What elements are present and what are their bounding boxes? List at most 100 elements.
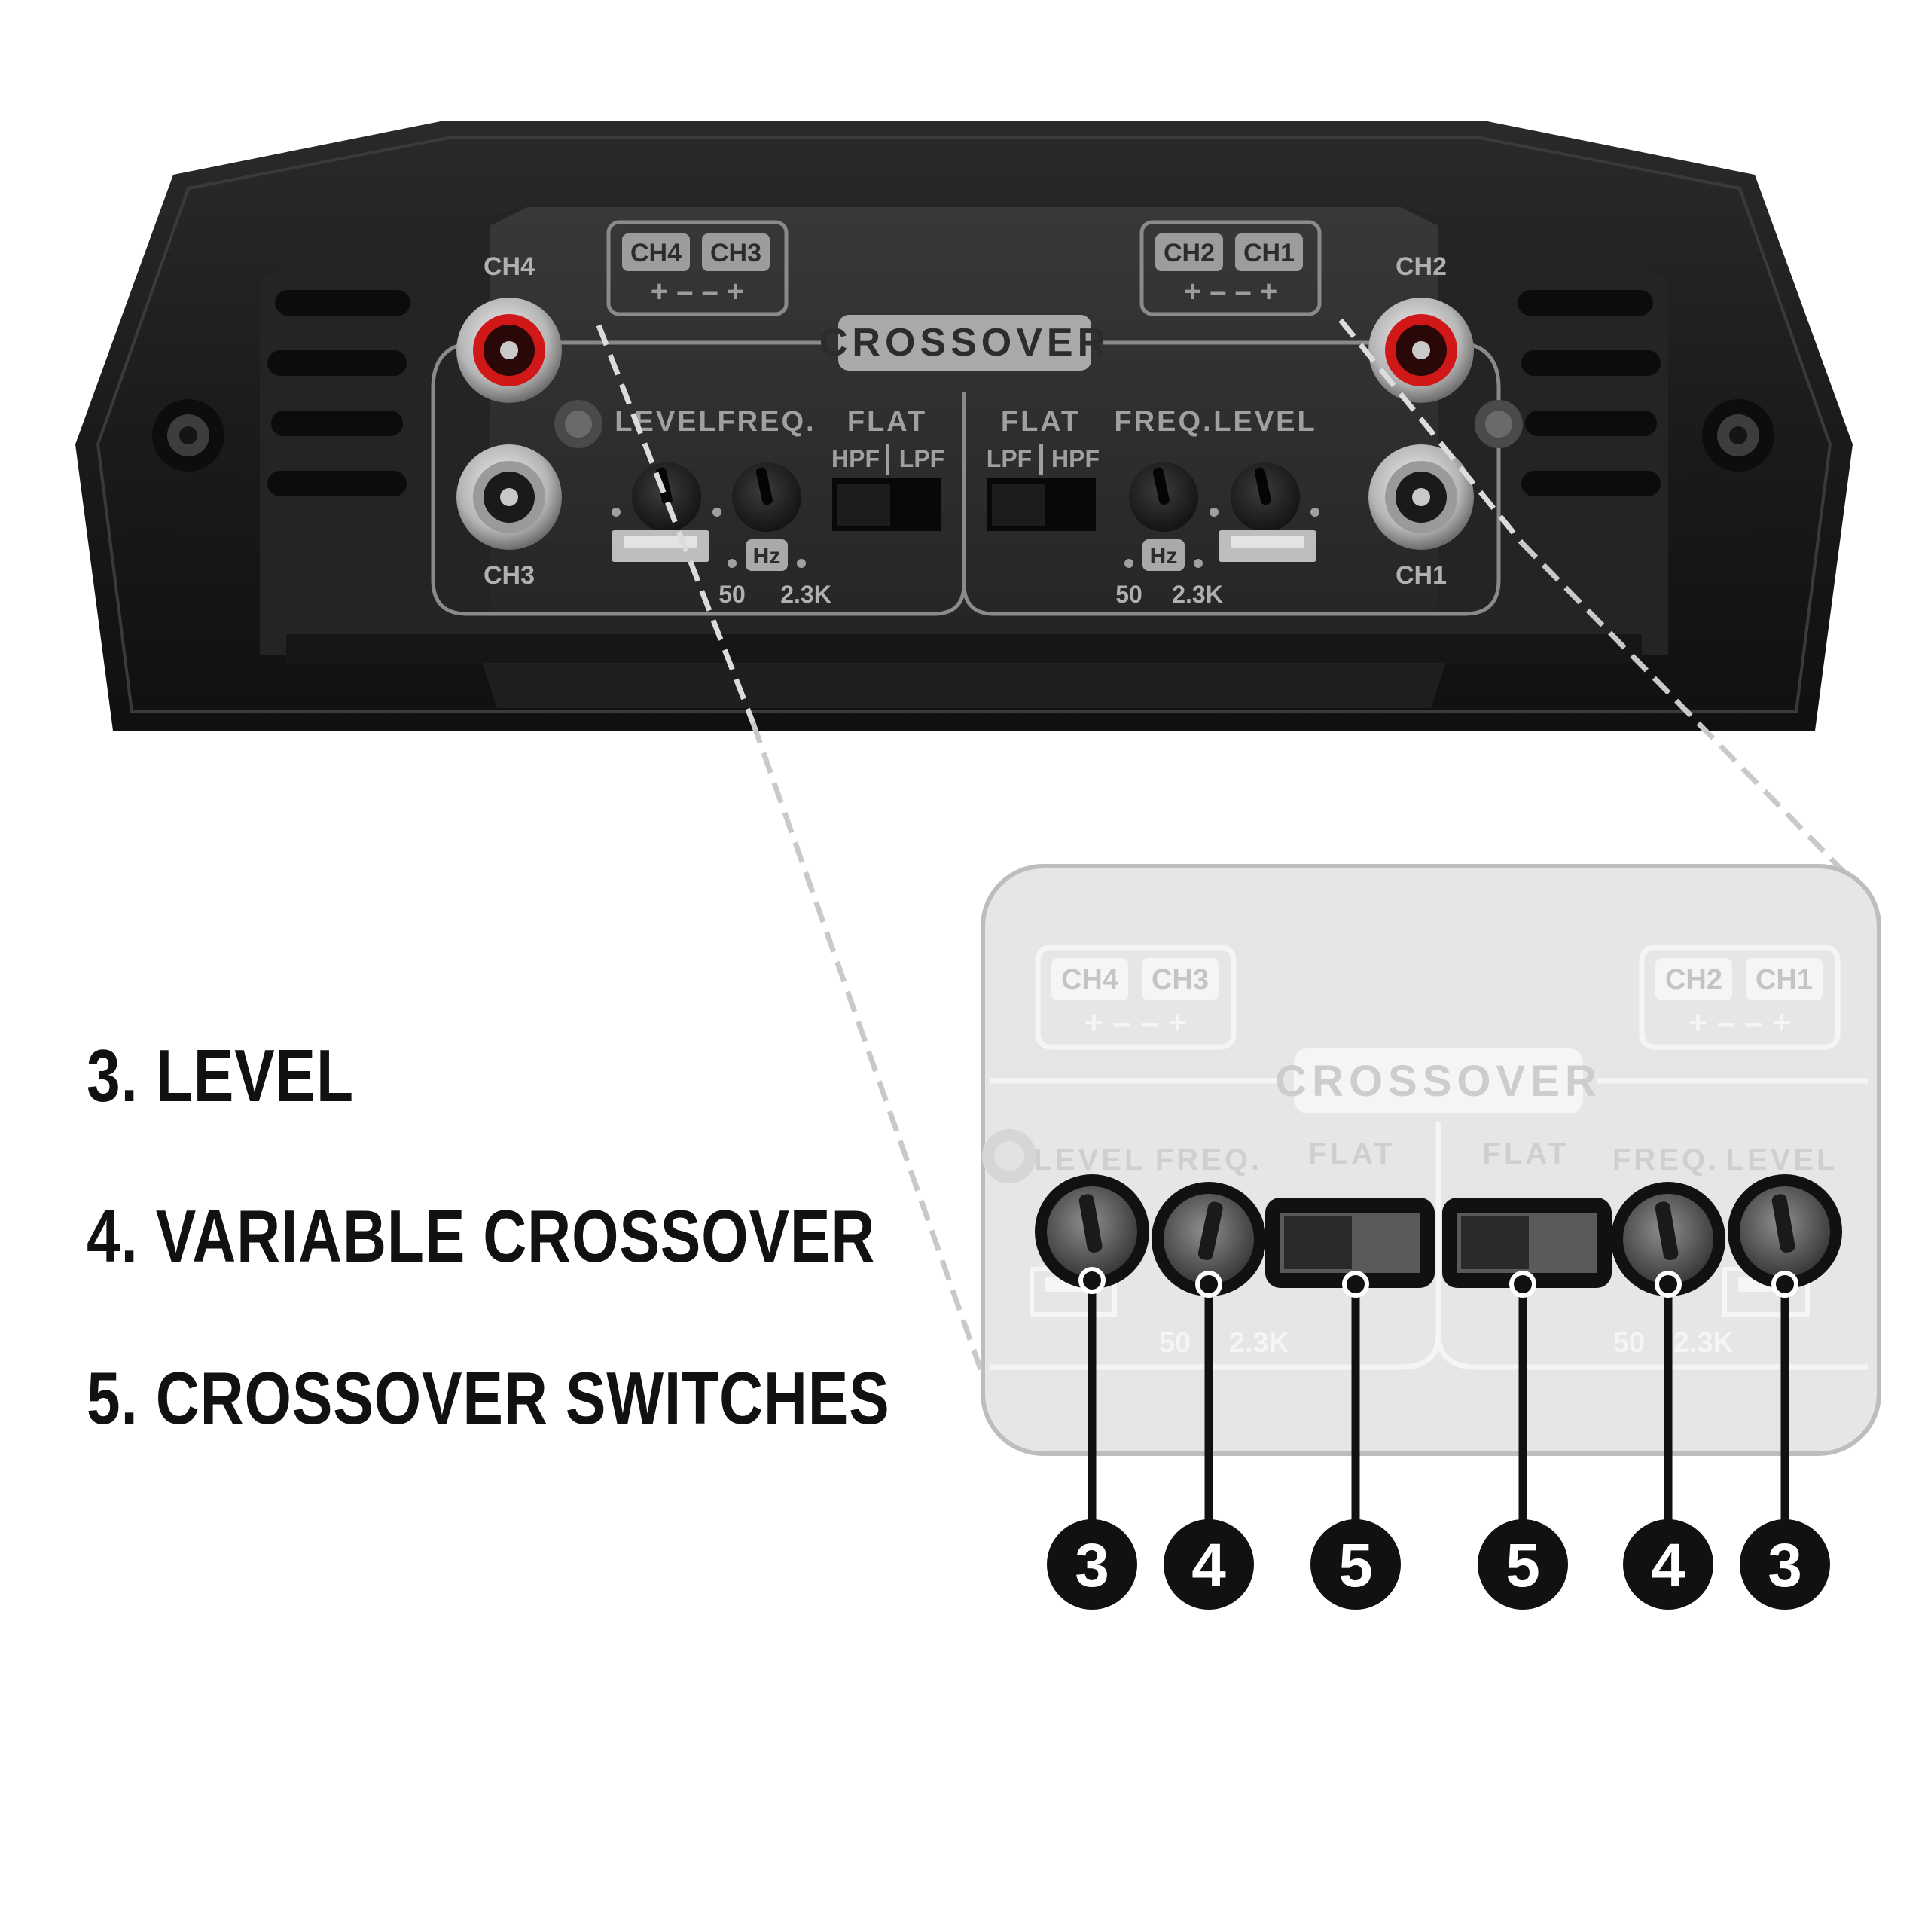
ch4-tag-bg [622, 233, 690, 271]
ch1-label: CH1 [1396, 561, 1447, 590]
ch3-tag-bg [702, 233, 770, 271]
ch3-label: CH3 [484, 561, 535, 590]
lpf-label-right: LPF [987, 445, 1032, 472]
callout-anchor-dots [1078, 1267, 1798, 1298]
zoom-panel-screw-icon [982, 1129, 1036, 1183]
ch2-ch1-terminal-box [1139, 220, 1322, 316]
zoom-level-label-right: LEVEL [1726, 1143, 1838, 1177]
zoom-ch1-tag-bg [1746, 958, 1823, 1000]
pair-left-polarity: + – – + [651, 275, 745, 308]
hpf-label-right: HPF [1051, 445, 1100, 472]
amp-bottom-rail [286, 634, 1642, 663]
zoom-pair-left-b: CH3 [1152, 964, 1209, 996]
ch4-ch3-terminal-box [606, 220, 789, 316]
zoom-freq-label-right: FREQ. [1612, 1143, 1719, 1177]
freq-label-left: FREQ. [717, 406, 816, 438]
legend-item-variable-crossover: 4. VARIABLE CROSSOVER [87, 1195, 876, 1277]
callout-3-right: 3 [1740, 1519, 1830, 1610]
flat-label-right: FLAT [1001, 406, 1081, 438]
amp-chassis-bevel [96, 136, 1832, 713]
zoom-ch2-ch1-box [1639, 945, 1841, 1050]
mount-bolt-right-icon [1702, 399, 1774, 472]
zoom-ch3-tag-bg [1142, 958, 1219, 1000]
ch1-tag-bg [1235, 233, 1303, 271]
freq-min-dot-right [1124, 559, 1133, 568]
callout-4-right-number: 4 [1651, 1531, 1685, 1600]
zoom-ch2-tag-bg [1655, 958, 1732, 1000]
crossover-label: CROSSOVER [819, 321, 1110, 365]
zoom-pair-right-b: CH1 [1756, 964, 1813, 996]
freq-min-dot-left [728, 559, 737, 568]
rca-input-ch4[interactable] [456, 298, 562, 403]
zoom-bottom-line [990, 1332, 1868, 1370]
amp-foot [482, 663, 1446, 708]
callout-4-right: 4 [1623, 1519, 1713, 1610]
freq-max-dot-right [1194, 559, 1203, 568]
zoom-pair-left-polarity: + – – + [1084, 1004, 1187, 1041]
zoom-guide-lines [596, 318, 1870, 1399]
freq-max-dot-left [797, 559, 806, 568]
zoom-ch4-tag-bg [1051, 958, 1128, 1000]
pair-right-a: CH2 [1164, 239, 1215, 267]
freq-min-left: 50 [718, 581, 746, 608]
callout-5-left: 5 [1310, 1519, 1401, 1610]
zoom-freq-min-left: 50 [1159, 1327, 1191, 1359]
crossover-switch-left[interactable] [832, 478, 941, 531]
hpf-lpf-divider-left [886, 444, 889, 475]
zoom-freq-max-right: 2.3K [1673, 1327, 1734, 1359]
crossover-switch-right[interactable] [987, 478, 1096, 531]
rca-input-ch1[interactable] [1368, 444, 1474, 550]
hz-tag-right-bg [1142, 539, 1185, 571]
pair-left-a: CH4 [630, 239, 682, 267]
callout-5-left-number: 5 [1338, 1531, 1373, 1600]
zoom-level-knob-left[interactable] [1035, 1174, 1149, 1289]
callout-5-right-number: 5 [1505, 1531, 1540, 1600]
zoom-freq-knob-left[interactable] [1152, 1182, 1266, 1296]
zoom-pair-right-a: CH2 [1665, 964, 1722, 996]
pair-right-b: CH1 [1243, 239, 1295, 267]
callout-4-left: 4 [1164, 1519, 1254, 1610]
level-knob-right[interactable] [1231, 462, 1300, 532]
freq-knob-right[interactable] [1129, 462, 1198, 532]
zoom-panel: CH4 CH3 + – – + CH2 CH1 + – – + CROSSOVE… [981, 864, 1881, 1456]
heatsink-fins-right [1518, 290, 1661, 496]
zoom-level-knob-right[interactable] [1728, 1174, 1842, 1289]
flat-label-left: FLAT [847, 406, 927, 438]
legend-item-crossover-switches: 5. CROSSOVER SWITCHES [87, 1357, 890, 1439]
ch4-label: CH4 [484, 252, 535, 281]
hz-label-left: Hz [753, 544, 781, 569]
freq-label-right: FREQ. [1114, 406, 1213, 438]
zoom-ch4-ch3-box [1035, 945, 1237, 1050]
panel-screw-left-icon [554, 400, 602, 448]
zoom-crossover-switch-right[interactable] [1442, 1198, 1612, 1288]
pair-left-b: CH3 [710, 239, 761, 267]
zoom-pair-left-a: CH4 [1061, 964, 1118, 996]
lpf-hpf-divider-right [1039, 444, 1043, 475]
level-scale-right-icon [1210, 508, 1319, 562]
rca-input-ch2[interactable] [1368, 298, 1474, 403]
panel-screw-right-icon [1475, 400, 1523, 448]
ch2-tag-bg [1155, 233, 1223, 271]
zoom-pair-right-polarity: + – – + [1688, 1004, 1791, 1041]
zoom-freq-label-left: FREQ. [1155, 1143, 1262, 1177]
zoom-freq-knob-right[interactable] [1611, 1182, 1725, 1296]
callout-5-right: 5 [1478, 1519, 1568, 1610]
hpf-label-left: HPF [831, 445, 880, 472]
zoom-level-label-left: LEVEL [1034, 1143, 1146, 1177]
ch2-label: CH2 [1396, 252, 1447, 281]
zoom-crossover-label: CROSSOVER [1275, 1057, 1602, 1106]
freq-knob-left[interactable] [732, 462, 801, 532]
zoom-crossover-switch-left[interactable] [1265, 1198, 1435, 1288]
zoom-flat-label-right: FLAT [1482, 1137, 1569, 1170]
rca-input-ch3[interactable] [456, 444, 562, 550]
amplifier: CROSSOVER CH4 CH3 + – – + CH2 CH1 + – – … [75, 121, 1853, 731]
zoom-freq-max-left: 2.3K [1229, 1327, 1290, 1359]
callout-3-right-number: 3 [1768, 1531, 1802, 1600]
level-label-right: LEVEL [1213, 406, 1316, 438]
freq-max-left: 2.3K [780, 581, 831, 608]
level-knob-left[interactable] [632, 462, 701, 532]
lpf-label-left: LPF [899, 445, 944, 472]
zoom-crossover-label-bg [1294, 1048, 1583, 1113]
hz-label-right: Hz [1150, 544, 1178, 569]
